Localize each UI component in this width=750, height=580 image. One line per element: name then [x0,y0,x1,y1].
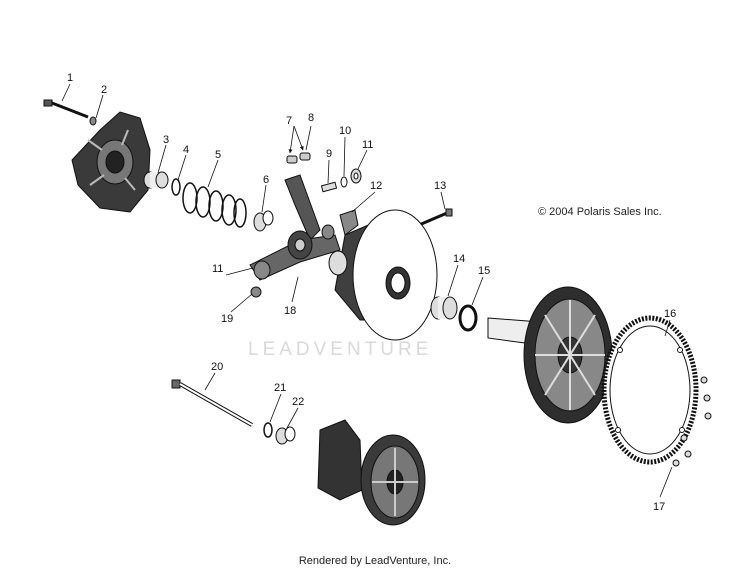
part-16-ring-gear [601,315,699,465]
callout-5: 5 [215,149,221,161]
callout-10: 10 [339,125,351,137]
callout-6: 6 [263,174,269,186]
callout-19: 19 [221,313,233,325]
part-17-screws [672,376,712,467]
callout-9: 9 [326,148,332,160]
part-19-nut [250,286,262,298]
callout-17: 17 [653,501,665,513]
part-4-ring [171,178,181,196]
spider-arm-assembly [249,174,341,281]
fixed-sheave-shaft [487,286,613,424]
footer-credit: Rendered by LeadVenture, Inc. [298,555,452,567]
part-5-spring [182,182,247,228]
part-10-washer [340,176,348,188]
callout-7: 7 [286,115,292,127]
callout-14: 14 [453,253,465,265]
part-2-washer [89,116,97,126]
callout-15: 15 [478,265,490,277]
callout-18: 18 [284,305,296,317]
callout-13: 13 [434,180,446,192]
watermark-text: LEADVENTURE [248,339,432,360]
callout-12: 12 [370,180,382,192]
part-14-bushing [430,296,458,320]
part-20-bolt [171,379,253,427]
callout-3: 3 [163,134,169,146]
part-11-cap-top [350,168,362,184]
clutch-cover-plate [71,111,151,213]
part-12-bracket [339,209,359,236]
part-1-bolt [43,99,89,119]
part-7-8-pins [286,152,311,164]
callout-4: 4 [183,144,189,156]
callout-11-bottom: 11 [212,263,223,275]
callout-16: 16 [664,308,676,320]
callout-21: 21 [274,382,286,394]
part-6-bushing [253,210,274,232]
part-22-bushing [275,426,296,445]
callout-1: 1 [67,72,73,84]
copyright-notice: © 2004 Polaris Sales Inc. [538,206,662,218]
part-9-pin [320,181,338,193]
callout-20: 20 [211,361,223,373]
part-18-bushing [328,250,348,276]
leader-lines [61,83,673,498]
callout-22: 22 [292,396,304,408]
callout-2: 2 [101,84,107,96]
part-3-bushing [143,171,169,189]
callout-labels: 1 2 3 4 5 6 7 8 9 10 11 12 13 14 15 16 1… [67,72,676,513]
callout-11-top: 11 [362,139,373,151]
part-15-seal [458,304,478,332]
moveable-sheave [334,209,438,341]
part-21-ring [263,422,273,438]
assembled-clutch [317,419,426,526]
callout-8: 8 [308,112,314,124]
